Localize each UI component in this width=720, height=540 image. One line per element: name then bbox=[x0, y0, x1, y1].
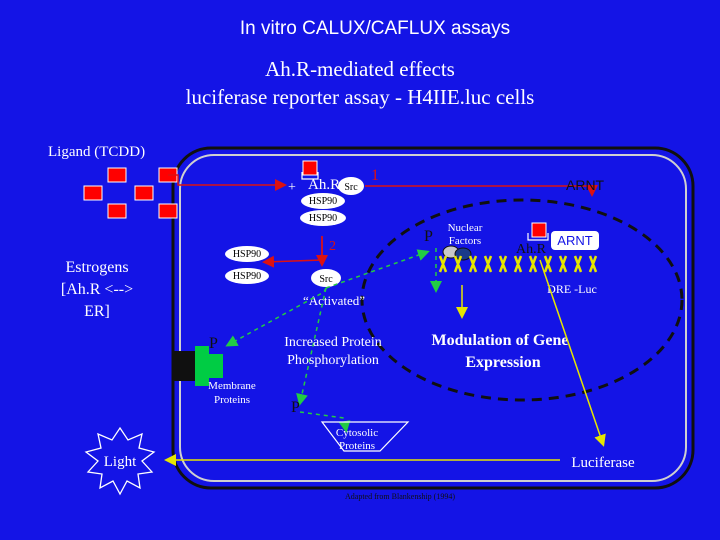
modulation-line-2: Expression bbox=[465, 354, 540, 371]
light-label: Light bbox=[104, 454, 137, 470]
cytosolic-line-2: Proteins bbox=[339, 440, 375, 452]
nuclear-factors-line-2: Factors bbox=[449, 235, 481, 247]
arrow-step-1 bbox=[365, 185, 598, 197]
ligand-molecules bbox=[83, 167, 178, 219]
modulation-line-1: Modulation of Gene bbox=[432, 332, 569, 349]
cell-outer-membrane bbox=[171, 146, 695, 490]
step-2-label: 2 bbox=[329, 239, 336, 254]
p-label-cytosolic: P bbox=[291, 399, 300, 416]
arrow-dre-to-luciferase bbox=[539, 259, 606, 447]
ligand-bound-square bbox=[302, 160, 318, 176]
ahr-label: Ah.R bbox=[308, 177, 340, 193]
arrow-src-to-nuclear bbox=[325, 249, 430, 289]
hsp90-oval-4 bbox=[225, 268, 269, 284]
phospho-line-2: Phosphorylation bbox=[287, 353, 379, 368]
phospho-line-1: Increased Protein bbox=[284, 335, 382, 350]
nuclear-ligand-square bbox=[531, 222, 547, 238]
hsp90-label-1: HSP90 bbox=[309, 196, 337, 207]
nucleus-envelope bbox=[360, 198, 684, 402]
p-label-nuclear: P bbox=[424, 228, 433, 245]
hsp90-label-2: HSP90 bbox=[309, 213, 337, 224]
hsp90-oval-3 bbox=[225, 246, 269, 262]
membrane-line-2: Proteins bbox=[214, 394, 250, 406]
nuclear-ahr-label: Ah.R bbox=[516, 242, 547, 257]
light-burst-icon bbox=[84, 426, 156, 496]
subtitle-effects: Ah.R-mediated effects bbox=[265, 57, 455, 81]
estrogens-line-2: [Ah.R <--> bbox=[61, 281, 133, 298]
page-title: In vitro CALUX/CAFLUX assays bbox=[240, 18, 510, 39]
ahr-receptor-pocket bbox=[301, 172, 319, 180]
step-1-label: 1 bbox=[371, 167, 379, 184]
ligand-label: Ligand (TCDD) bbox=[48, 144, 145, 160]
subtitle-assay: luciferase reporter assay - H4IIE.luc ce… bbox=[186, 85, 535, 109]
src-label-2: Src bbox=[319, 274, 333, 285]
hsp90-oval-2 bbox=[300, 210, 346, 226]
estrogens-line-3: ER] bbox=[84, 303, 110, 320]
membrane-protein-block bbox=[173, 346, 223, 386]
dna-strand bbox=[438, 255, 598, 273]
nuclear-arnt-label: ARNT bbox=[557, 233, 592, 248]
arrow-step-2-hsp bbox=[262, 236, 323, 268]
src-oval-2 bbox=[311, 269, 341, 287]
cytosolic-line-1: Cytosolic bbox=[336, 427, 378, 439]
arnt-box bbox=[551, 231, 599, 250]
src-label: Src bbox=[344, 182, 358, 193]
nuclear-ahr-pocket bbox=[527, 233, 549, 241]
estrogens-line-1: Estrogens bbox=[65, 259, 128, 276]
nuclear-factor-blob-2 bbox=[454, 247, 472, 261]
plus-sign: + bbox=[288, 180, 296, 195]
hsp90-oval-1 bbox=[301, 193, 345, 209]
activated-label: “Activated” bbox=[303, 293, 365, 308]
hsp90-label-3: HSP90 bbox=[233, 249, 261, 260]
hsp90-label-4: HSP90 bbox=[233, 271, 261, 282]
p-label-membrane: P bbox=[209, 335, 218, 352]
src-oval bbox=[338, 177, 364, 195]
arrow-ligand-to-ahr bbox=[168, 174, 287, 191]
cell-inner-membrane bbox=[179, 154, 687, 482]
dre-luc-label: DRE -Luc bbox=[547, 282, 597, 296]
arnt-label-top: ARNT bbox=[566, 177, 605, 193]
arrow-src-to-cytosolic-p bbox=[296, 287, 327, 406]
membrane-line-1: Membrane bbox=[208, 380, 256, 392]
cytosolic-proteins-shape bbox=[320, 421, 410, 452]
nuclear-factors-line-1: Nuclear bbox=[448, 222, 483, 234]
luciferase-label: Luciferase bbox=[571, 455, 635, 471]
citation: Adapted from Blankenship (1994) bbox=[345, 492, 455, 501]
